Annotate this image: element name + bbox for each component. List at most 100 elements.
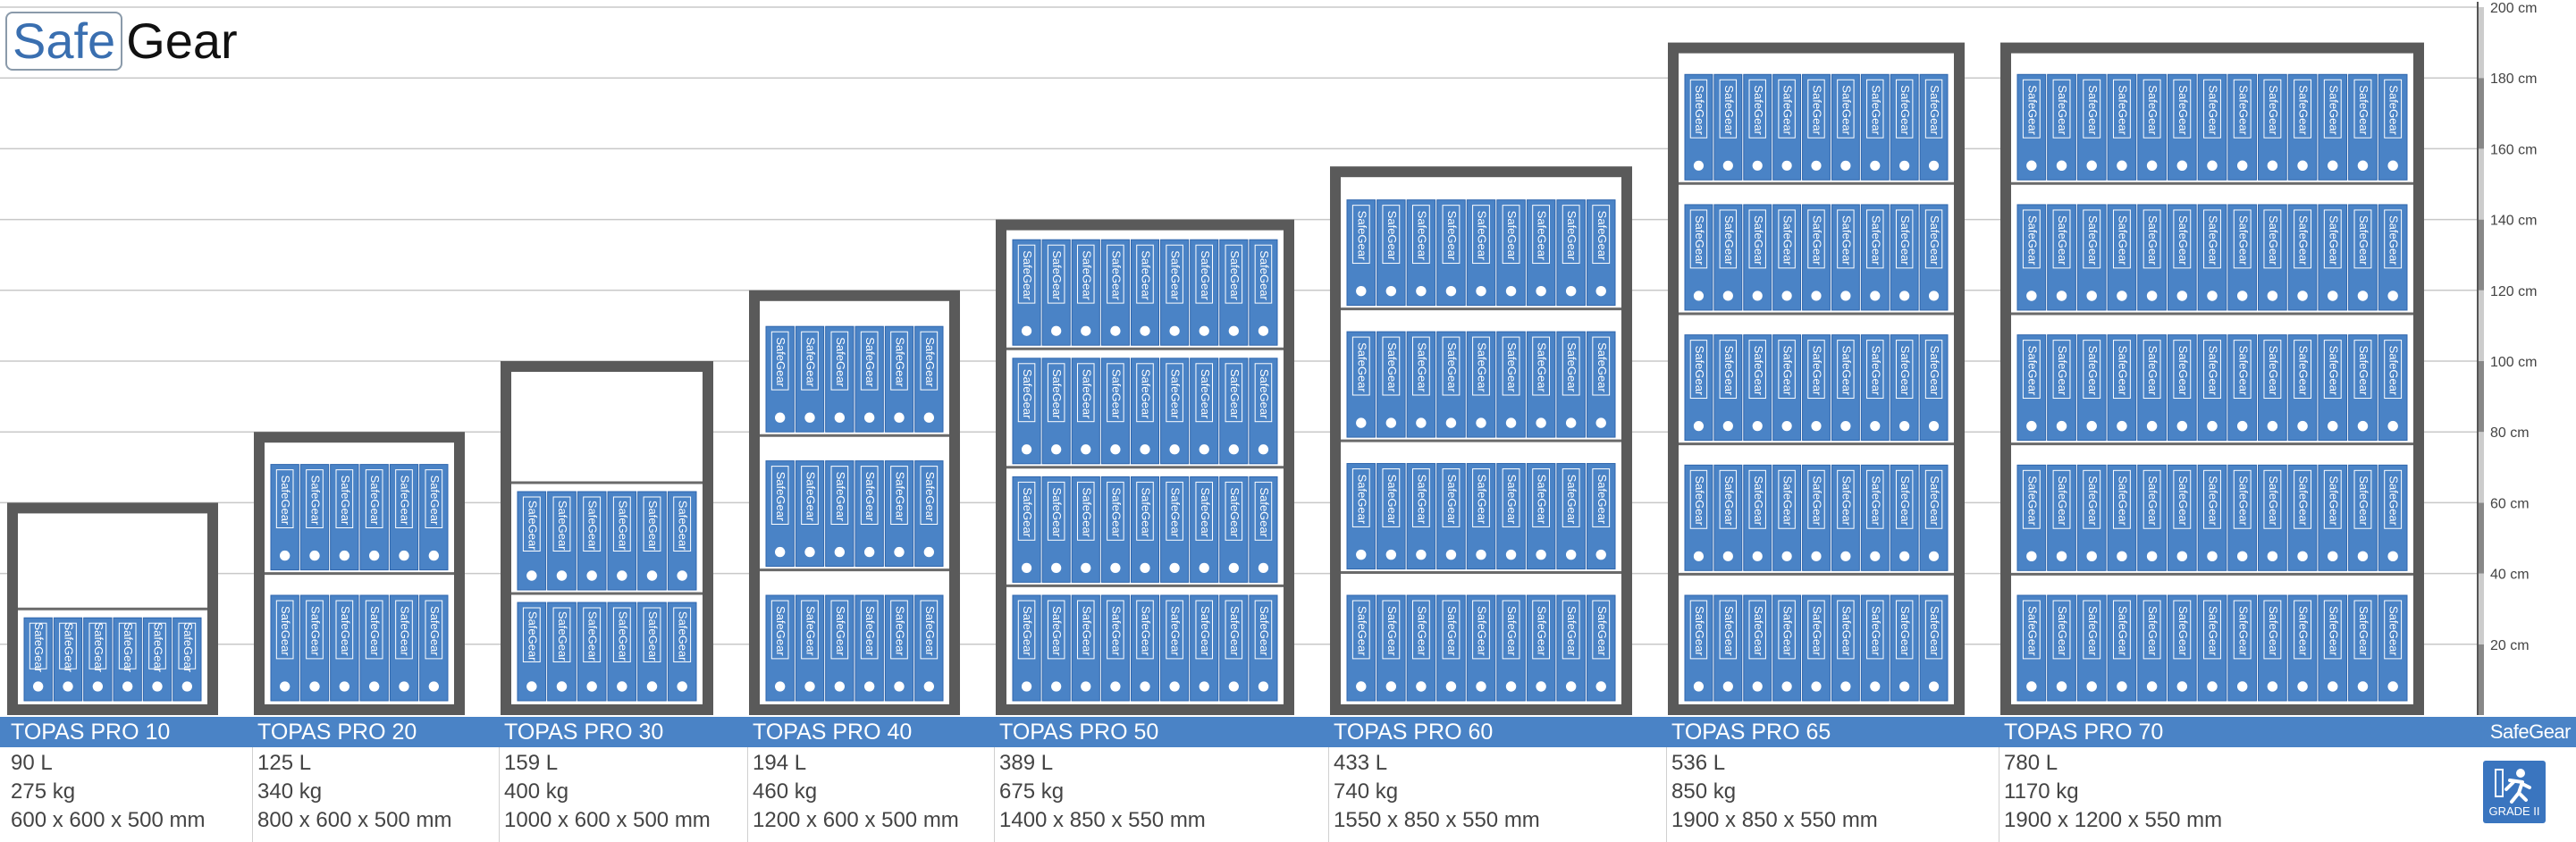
- binder-label-frame: [1837, 469, 1855, 529]
- binder-label: SafeGear: [1928, 85, 1941, 135]
- model-volume: 433 L: [1334, 751, 1388, 775]
- binder-label: SafeGear: [1505, 211, 1519, 261]
- binder-label: SafeGear: [2327, 215, 2340, 265]
- binder-label: SafeGear: [1869, 606, 1882, 656]
- binder-label-frame: [2022, 340, 2041, 400]
- binder-ring-hole: [2387, 160, 2398, 172]
- binder-label-frame: [365, 600, 383, 660]
- axis-tick-label: 80 cm: [2490, 425, 2530, 441]
- binder-ring-hole: [2297, 681, 2308, 692]
- binder-ring-hole: [2328, 290, 2338, 301]
- binder-label-frame: [2112, 340, 2131, 400]
- binder-label: SafeGear: [2116, 346, 2129, 396]
- binder-label: SafeGear: [1080, 250, 1093, 300]
- binder-label-frame: [1017, 363, 1036, 423]
- binder-label-frame: [2173, 79, 2192, 139]
- binder-ring-hole: [2207, 420, 2218, 432]
- binder-ring-hole: [1870, 681, 1881, 692]
- binder-label-frame: [1166, 363, 1183, 423]
- binder-label: SafeGear: [1355, 606, 1368, 656]
- binder-label: SafeGear: [2357, 85, 2370, 135]
- binder-label: SafeGear: [1693, 346, 1706, 396]
- binder-label-frame: [2083, 209, 2101, 269]
- binder-label: SafeGear: [181, 622, 195, 672]
- binder-ring-hole: [2207, 681, 2218, 692]
- binder-label: SafeGear: [339, 476, 352, 526]
- binder-label-frame: [1107, 481, 1124, 541]
- column-separator: [747, 747, 748, 842]
- binder-label-frame: [2022, 469, 2041, 529]
- binder-label-frame: [1136, 600, 1154, 660]
- binder-label: SafeGear: [368, 606, 382, 656]
- binder-label-frame: [2083, 79, 2101, 139]
- binder-ring-hole: [1595, 417, 1606, 428]
- binder-ring-hole: [399, 550, 409, 561]
- model-name-bar: [0, 717, 2576, 747]
- binder-label-frame: [2323, 79, 2342, 139]
- binder-label: SafeGear: [2357, 346, 2370, 396]
- binder-ring-hole: [1169, 444, 1180, 455]
- binder-ring-hole: [1051, 562, 1062, 574]
- binder-label-frame: [425, 469, 443, 528]
- binder-ring-hole: [2267, 551, 2278, 562]
- binder-ring-hole: [1021, 444, 1032, 455]
- binder-label-frame: [801, 600, 819, 660]
- binder-ring-hole: [2176, 160, 2188, 172]
- binder-ring-hole: [280, 681, 290, 692]
- binder-label: SafeGear: [646, 611, 660, 661]
- binder-ring-hole: [1051, 681, 1062, 692]
- binder-ring-hole: [1169, 562, 1180, 574]
- binder-ring-hole: [1051, 325, 1062, 336]
- binder-label: SafeGear: [1595, 211, 1609, 261]
- binder-label-frame: [1592, 205, 1611, 265]
- binder-label-frame: [2294, 600, 2312, 660]
- binder-ring-hole: [864, 412, 875, 423]
- binder: [1219, 476, 1249, 583]
- binder-label-frame: [2384, 209, 2403, 269]
- column-separator: [1328, 747, 1329, 842]
- binder-ring-hole: [152, 681, 163, 692]
- binder-label: SafeGear: [1811, 476, 1824, 526]
- binder-label-frame: [1689, 209, 1708, 269]
- binder-ring-hole: [894, 546, 905, 558]
- binder-label-frame: [920, 600, 939, 660]
- binder-label: SafeGear: [863, 472, 877, 522]
- binder-label-frame: [1225, 481, 1243, 541]
- model-weight: 275 kg: [11, 779, 76, 804]
- binder-label-frame: [2173, 340, 2192, 400]
- binder-label-frame: [1472, 468, 1490, 527]
- model-weight: 675 kg: [999, 779, 1065, 804]
- binder-label-frame: [1807, 209, 1825, 269]
- binder-label: SafeGear: [1050, 369, 1064, 419]
- binder-label-frame: [2112, 600, 2131, 660]
- binder-ring-hole: [1928, 290, 1940, 301]
- binder-label-frame: [1895, 209, 1914, 269]
- binder-label: SafeGear: [2146, 606, 2159, 656]
- binder-ring-hole: [923, 546, 935, 558]
- binder-label: SafeGear: [1258, 606, 1271, 656]
- binder-label: SafeGear: [834, 337, 847, 387]
- binder-ring-hole: [1110, 444, 1121, 455]
- binder-label: SafeGear: [2327, 476, 2340, 526]
- binder-label-frame: [1924, 469, 1943, 529]
- binder-label-frame: [1895, 600, 1914, 660]
- binder-ring-hole: [677, 570, 687, 581]
- binder-label: SafeGear: [2387, 85, 2401, 135]
- binder-label-frame: [2384, 340, 2403, 400]
- binder-label: SafeGear: [2327, 346, 2340, 396]
- binder: [1860, 594, 1890, 702]
- binder-ring-hole: [1781, 290, 1792, 301]
- binder-label-frame: [2142, 600, 2161, 660]
- model-dimensions: 600 x 600 x 500 mm: [11, 808, 206, 832]
- binder-label-frame: [1195, 363, 1213, 423]
- binder-label-frame: [2323, 340, 2342, 400]
- binder-label-frame: [1807, 469, 1825, 529]
- binder-label-frame: [1166, 600, 1183, 660]
- binder-label-frame: [890, 466, 908, 525]
- binder-label: SafeGear: [1199, 369, 1212, 419]
- binder-label: SafeGear: [616, 611, 629, 661]
- binder-label: SafeGear: [1199, 606, 1212, 656]
- binder-label: SafeGear: [1228, 369, 1242, 419]
- binder-label: SafeGear: [2327, 85, 2340, 135]
